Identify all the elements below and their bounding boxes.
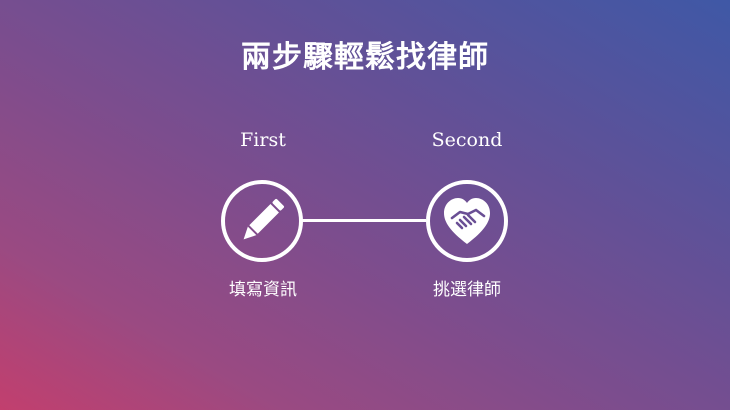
page-title: 兩步驟輕鬆找律師 (241, 40, 489, 75)
step-2-circle (426, 180, 508, 262)
handshake-heart-icon (444, 198, 490, 244)
step-1-label: First (240, 129, 286, 151)
step-1-circle (221, 180, 303, 262)
step-1-caption: 填寫資訊 (229, 280, 297, 300)
step-2-caption: 挑選律師 (433, 280, 501, 300)
step-2-label: Second (431, 129, 503, 151)
pencil-icon (243, 198, 285, 240)
step-connector-line (302, 219, 426, 222)
